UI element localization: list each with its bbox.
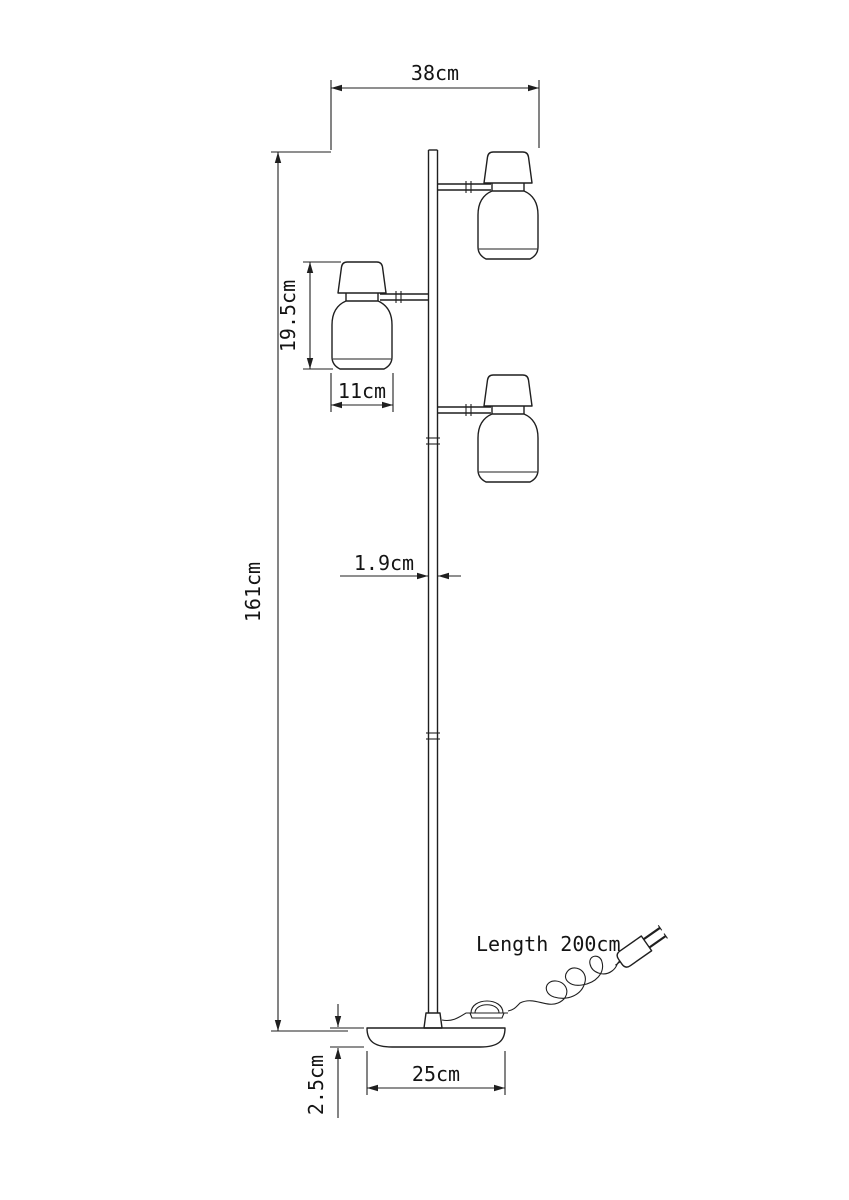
dimension-top-width: 38cm <box>330 61 540 150</box>
shade-width-label: 11cm <box>338 379 386 403</box>
base-height-label: 2.5cm <box>304 1055 328 1115</box>
base-width-label: 25cm <box>412 1062 460 1086</box>
foot-switch <box>466 1000 508 1019</box>
power-plug <box>615 925 668 968</box>
arm-bottom <box>437 404 491 416</box>
arm-middle <box>380 291 429 303</box>
lamp-shade-bottom <box>477 374 539 483</box>
dimension-lamp-height: 19.5cm <box>276 261 341 370</box>
cord-length-label: Length 200cm <box>476 932 621 956</box>
dimension-base-width: 25cm <box>366 1051 506 1095</box>
lamp-shade-middle <box>331 261 393 370</box>
dimension-total-height: 161cm <box>241 151 348 1032</box>
top-width-label: 38cm <box>411 61 459 85</box>
dimension-shade-width: 11cm <box>330 373 394 412</box>
dimension-pole-diameter: 1.9cm <box>340 551 461 580</box>
pole-diameter-label: 1.9cm <box>354 551 414 575</box>
dimension-base-height: 2.5cm <box>304 1004 364 1118</box>
pole-joint-lower <box>426 732 440 740</box>
cord-coil <box>507 955 621 1012</box>
base <box>366 1027 506 1048</box>
lamp-height-label: 19.5cm <box>276 280 300 352</box>
arm-top <box>437 181 491 193</box>
power-cord <box>441 925 668 1022</box>
pole <box>423 149 443 1029</box>
total-height-label: 161cm <box>241 562 265 622</box>
pole-joint-upper <box>426 437 440 445</box>
lamp-shade-top <box>477 151 539 260</box>
pole-collar <box>423 1012 443 1029</box>
